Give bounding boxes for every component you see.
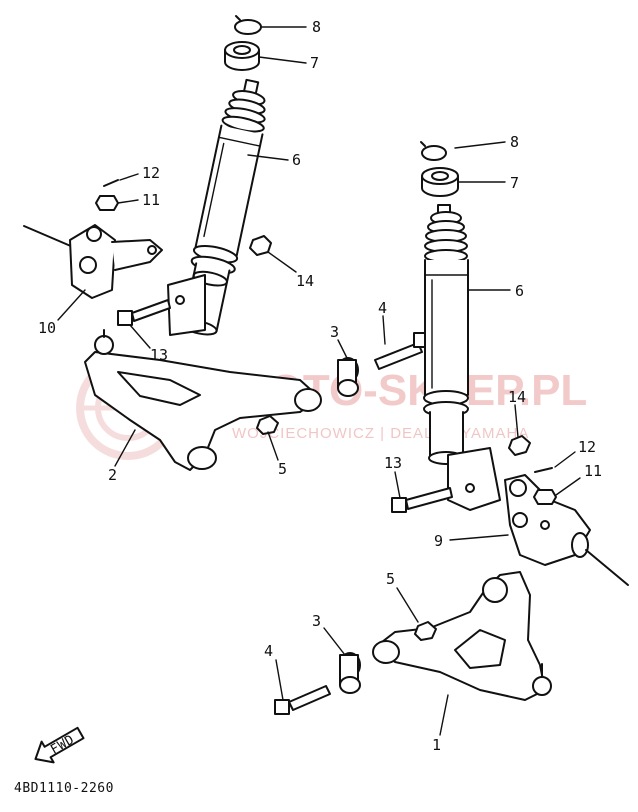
callout-right-14: 14 [508,388,526,406]
callout-left-3: 3 [330,323,339,341]
right-collar [421,167,459,197]
right-lower-arm [372,571,552,701]
callout-right-12: 12 [578,438,596,456]
callout-right-8: 8 [510,133,519,151]
callout-right-11: 11 [584,462,602,480]
callout-left-12: 12 [142,164,160,182]
right-shock-absorber [423,204,469,465]
leader-lines [57,26,581,736]
right-steering-knuckle [504,474,629,586]
callout-right-7: 7 [510,174,519,192]
right-arm-nut [414,621,437,641]
left-arm-nut [256,415,279,435]
callout-left-13: 13 [150,346,168,364]
right-upper-nut [508,435,531,456]
callout-right-9: 9 [434,532,443,550]
left-cotter-pin [103,179,119,187]
lower-bolt [274,685,331,715]
right-circlip [420,141,447,161]
forward-arrow: FWD [34,726,85,764]
lower-bushing [339,652,361,694]
callout-left-7: 7 [310,54,319,72]
left-circlip [234,15,262,35]
left-lower-arm [84,329,322,471]
left-collar [224,41,260,71]
callout-right-3: 3 [312,612,321,630]
callout-left-14: 14 [296,272,314,290]
callout-right-4: 4 [264,642,273,660]
callout-left-10: 10 [38,319,56,337]
right-bolt [391,487,453,513]
callout-right-5: 5 [386,570,395,588]
callout-left-4: 4 [378,299,387,317]
callout-labels: 8 7 6 12 11 14 10 13 2 5 3 4 8 7 6 14 12… [38,18,602,754]
callout-right-13: 13 [384,454,402,472]
right-castle-nut [533,489,557,505]
callout-left-6: 6 [292,151,301,169]
left-steering-knuckle [23,224,163,299]
callout-right-1: 1 [432,736,441,754]
callout-left-5: 5 [278,460,287,478]
left-shock-bracket [167,274,206,336]
left-bolt [117,299,171,326]
left-castle-nut [95,195,119,211]
callout-left-2: 2 [108,466,117,484]
right-shock-bracket [447,447,501,511]
upper-bolt [374,332,429,370]
diagram-code: 4BD1110-2260 [14,781,114,796]
callout-left-11: 11 [142,191,160,209]
callout-right-6: 6 [515,282,524,300]
upper-bushing [337,357,359,397]
callout-left-8: 8 [312,18,321,36]
right-cotter-pin [534,467,553,473]
